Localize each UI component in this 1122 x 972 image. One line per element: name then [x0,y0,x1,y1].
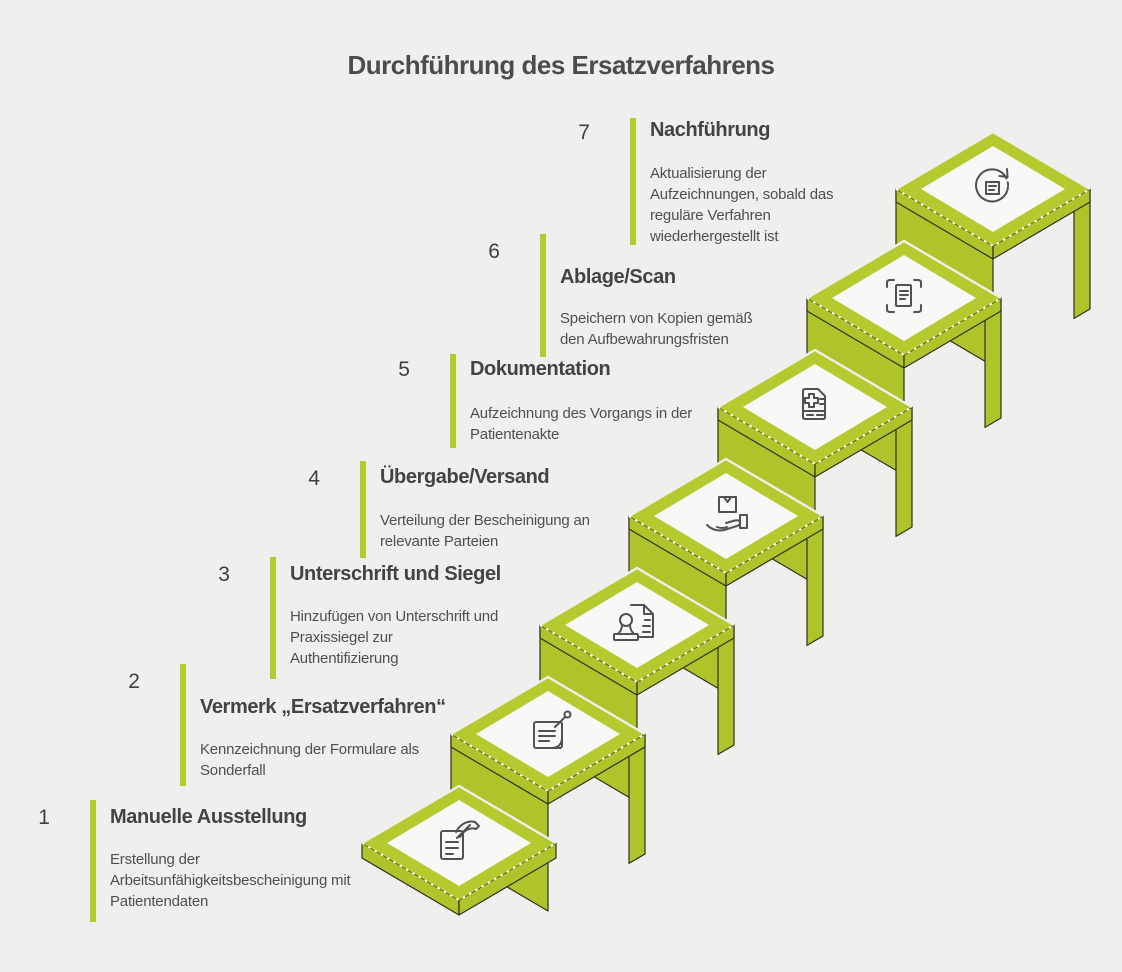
hand-writing-document-icon [440,820,480,860]
step-number: 7 [578,121,590,144]
note-pin-icon [533,710,572,749]
step-accent-bar [630,118,636,245]
step-number: 4 [308,467,320,490]
step-accent-bar [270,557,276,679]
step-accent-bar [90,800,96,922]
step-title: Unterschrift und Siegel [290,563,501,585]
step-number: 6 [488,240,500,263]
step-description: Verteilung der Bescheinigung an relevant… [380,512,590,550]
step-title: Manuelle Ausstellung [110,806,307,828]
stair-step-1 [361,784,557,916]
medical-record-icon [802,388,826,420]
step-accent-bar [360,461,366,558]
step-accent-bar [540,234,546,357]
step-title: Nachführung [650,119,771,141]
step-description: Speichern von Kopien gemäß den Aufbewahr… [560,310,753,348]
page-title: Durchführung des Ersatzverfahrens [347,50,775,80]
refresh-document-icon [975,168,1010,203]
step-description: Hinzufügen von Unterschrift und Praxissi… [290,608,499,667]
step-number: 3 [218,563,230,586]
step-description: Aktualisierung der Aufzeichnungen, sobal… [650,165,834,245]
step-title: Übergabe/Versand [380,466,550,488]
hand-package-icon [706,496,748,532]
step-accent-bar [180,664,186,786]
step-accent-bar [450,354,456,448]
stair-step-2 [450,675,646,912]
step-title: Vermerk „Ersatzverfahren“ [200,696,446,718]
stamp-document-icon [613,604,654,641]
step-description: Aufzeichnung des Vorgangs in der Patient… [470,405,693,443]
step-title: Dokumentation [470,358,611,380]
step-description: Erstellung der Arbeitsunfähigkeitsbesche… [110,851,351,910]
step-number: 5 [398,358,410,381]
step-number: 2 [128,670,140,693]
step-description: Kennzeichnung der Formulare als Sonderfa… [200,741,419,779]
step-title: Ablage/Scan [560,266,676,288]
step-number: 1 [38,806,50,829]
scan-document-icon [886,279,922,313]
